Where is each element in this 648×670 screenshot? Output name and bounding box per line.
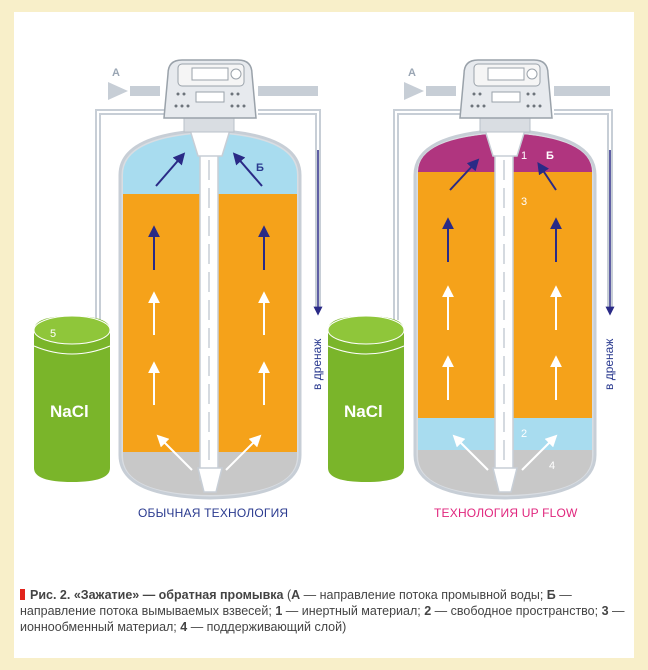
- left-label-a: А: [112, 67, 120, 79]
- right-label-a: А: [408, 67, 416, 79]
- caption-text: — свободное пространство;: [431, 604, 602, 618]
- left-system-title: ОБЫЧНАЯ ТЕХНОЛОГИЯ: [138, 506, 289, 520]
- caption-text: — ионнообменный материал;: [20, 604, 625, 634]
- right-drain-label: в дренаж: [602, 338, 616, 390]
- caption-text: — поддерживающий слой): [187, 620, 347, 634]
- caption-lead: Рис. 2. «Зажатие» — обратная промывка: [30, 588, 284, 602]
- right-inlet-arrow: [404, 82, 424, 100]
- left-arrow-b-1: [155, 152, 186, 187]
- left-bottom-distributor: [197, 467, 223, 493]
- right-brine-tank: [328, 316, 404, 482]
- right-arrow-b-1: [449, 158, 480, 191]
- left-label-b: Б: [256, 162, 264, 174]
- label-num-3: 3: [521, 196, 528, 208]
- label-num-4: 4: [549, 460, 556, 472]
- right-bottom-distributor: [492, 467, 518, 493]
- figure-caption: Рис. 2. «Зажатие» — обратная промывка (А…: [20, 587, 625, 635]
- caption-marker-icon: [20, 589, 25, 600]
- right-arrow-b-2: [537, 162, 557, 191]
- caption-key-4: 4: [180, 620, 188, 634]
- label-num-2: 2: [521, 428, 528, 440]
- right-arrow-diag-2: [521, 434, 558, 471]
- caption-key-a: А: [291, 588, 301, 602]
- left-inlet-arrow: [108, 82, 128, 100]
- label-num-1: 1: [521, 150, 528, 162]
- caption-text: (: [283, 588, 292, 602]
- caption-text: — направление потока промывной воды;: [300, 588, 547, 602]
- left-outlet-pipe: [258, 86, 318, 96]
- right-label-b: Б: [546, 150, 554, 162]
- right-system-title: ТЕХНОЛОГИЯ UP FLOW: [434, 506, 578, 520]
- softener-diagram: [33, 59, 615, 500]
- left-arrow-b-2: [232, 152, 263, 187]
- caption-text: — направление потока вымываемых взвесей;: [20, 588, 572, 618]
- right-outlet-pipe: [554, 86, 610, 96]
- caption-text: — инертный материал;: [282, 604, 425, 618]
- left-drain-label: в дренаж: [310, 338, 324, 390]
- figure-frame: [14, 12, 634, 658]
- caption-key-2: 2: [424, 604, 432, 618]
- label-num-5: 5: [50, 328, 57, 340]
- caption-key-3: 3: [601, 604, 609, 618]
- caption-key-1: 1: [275, 604, 283, 618]
- left-system: [33, 59, 323, 500]
- left-inlet-pipe: [130, 86, 160, 96]
- right-nacl-label: NaCl: [344, 402, 383, 421]
- right-system: [327, 59, 615, 500]
- right-arrow-diag-1: [452, 434, 489, 471]
- left-arrow-diag-2: [225, 434, 262, 471]
- right-inlet-pipe: [426, 86, 456, 96]
- left-arrow-diag-1: [156, 434, 193, 471]
- left-nacl-label: NaCl: [50, 402, 89, 421]
- caption-key-b: Б: [546, 588, 556, 602]
- left-brine-tank: [34, 316, 110, 482]
